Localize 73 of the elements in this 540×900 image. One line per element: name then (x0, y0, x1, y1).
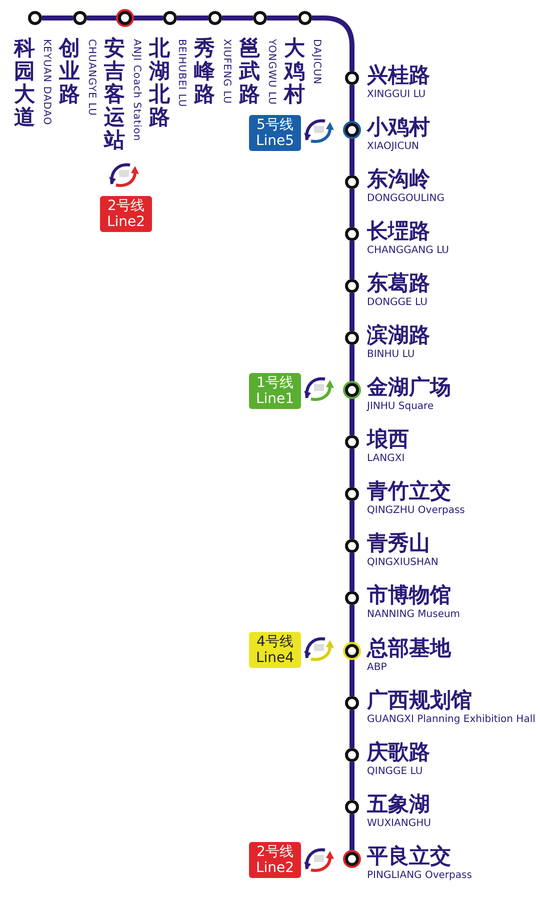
metro-line (350, 449, 354, 487)
metro-line (350, 85, 354, 123)
station-name: 东葛路 (367, 272, 430, 295)
metro-line (312, 16, 354, 71)
station-name: 长堽路 (367, 220, 430, 243)
station-name: 邕武路 (239, 37, 261, 106)
line-badge: 4号线 Line4 (249, 632, 301, 668)
station-name-english: ANJI Coach Station (130, 39, 142, 142)
station-name-english: LANGXI (367, 453, 405, 465)
station-name: 广西规划馆 (367, 689, 472, 712)
station-name-english: DAJICUN (310, 39, 322, 85)
metro-line (350, 501, 354, 539)
station-name: 东沟岭 (367, 168, 430, 191)
line-badge: 2号线 Line2 (249, 842, 301, 878)
station-name-english: CHANGGANG LU (367, 245, 449, 257)
metro-line (350, 605, 354, 644)
station-name: 埌西 (367, 428, 409, 451)
line-badge: 1号线 Line1 (249, 373, 301, 409)
station-name: 科园大道 (14, 37, 36, 129)
station-name-english: XIUFENG LU (220, 39, 232, 104)
line-badge: 5号线 Line5 (249, 115, 301, 151)
station-name: 北湖北路 (149, 37, 171, 129)
station-name-english: WUXIANGHU (367, 818, 431, 830)
station-name: 五象湖 (367, 793, 430, 816)
metro-line (350, 397, 354, 435)
station-name-english: JINHU Square (367, 401, 434, 413)
station-name: 大鸡村 (284, 37, 306, 106)
metro-line (42, 16, 73, 20)
station-name: 市博物馆 (367, 584, 451, 607)
station-name-english: KEYUAN DADAO (40, 39, 52, 126)
station-name: 青秀山 (367, 532, 430, 555)
station-name-english: XINGGUI LU (367, 89, 426, 101)
metro-line (132, 16, 163, 20)
metro-line (350, 814, 354, 852)
station-name-english: BEIHUBEI LU (175, 39, 187, 108)
metro-line (267, 16, 298, 20)
station-name-english: DONGGOULING (367, 193, 444, 205)
station-name: 兴桂路 (367, 64, 430, 87)
metro-line (87, 16, 118, 20)
station-name-english: QINGXIUSHAN (367, 557, 438, 569)
station-name: 总部基地 (367, 637, 451, 660)
metro-line (350, 762, 354, 800)
station-name-english: ABP (367, 662, 387, 674)
metro-line (350, 345, 354, 383)
metro-line (350, 658, 354, 696)
metro-line (350, 553, 354, 591)
station-name-english: BINHU LU (367, 349, 415, 361)
station-name: 金湖广场 (367, 376, 451, 399)
station-name-english: NANNING Museum (367, 609, 460, 621)
station-name: 创业路 (59, 37, 81, 106)
metro-line (350, 241, 354, 279)
station-name: 滨湖路 (367, 324, 430, 347)
metro-line (350, 189, 354, 227)
station-name-english: CHUANGYE LU (85, 39, 97, 116)
station-name-english: QINGGE LU (367, 766, 423, 778)
station-name-english: GUANGXI Planning Exhibition Hall (367, 714, 536, 726)
metro-line (222, 16, 253, 20)
station-name-english: YONGWU LU (265, 39, 277, 105)
metro-line (177, 16, 208, 20)
station-name-english: DONGGE LU (367, 297, 428, 309)
station-name-english: XIAOJICUN (367, 141, 420, 153)
station-name: 安吉客运站 (104, 37, 126, 152)
metro-line (350, 710, 354, 748)
line-badge: 2号线 Line2 (100, 196, 152, 232)
station-name: 秀峰路 (194, 37, 216, 106)
station-name: 青竹立交 (367, 480, 451, 503)
station-name-english: QINGZHU Overpass (367, 505, 465, 517)
station-name: 小鸡村 (367, 116, 430, 139)
station-name-english: PINGLIANG Overpass (367, 870, 472, 882)
metro-line (350, 137, 354, 175)
station-name: 平良立交 (367, 845, 451, 868)
metro-line (350, 293, 354, 331)
station-name: 庆歌路 (367, 741, 430, 764)
